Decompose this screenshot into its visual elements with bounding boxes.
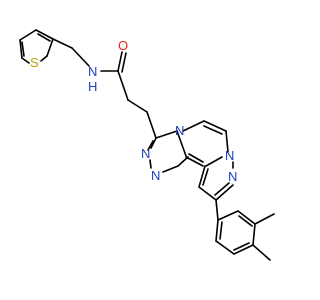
bond — [215, 184, 234, 201]
bond — [215, 219, 219, 242]
bond — [162, 165, 179, 173]
bond — [127, 99, 148, 113]
atom-labels: S N H O N N N N N — [30, 38, 237, 184]
bond — [146, 111, 157, 139]
bond — [214, 182, 230, 196]
sulfur-atom-label: S — [30, 55, 39, 70]
pyrazole-n1-label: N — [225, 148, 234, 163]
bond — [52, 38, 73, 49]
bond — [202, 168, 209, 186]
triazole-n2-label: N — [151, 168, 160, 183]
bond — [215, 199, 219, 221]
bond — [177, 156, 189, 167]
bond — [155, 130, 178, 139]
bond — [225, 130, 229, 153]
bond — [35, 29, 54, 40]
bond — [19, 29, 37, 41]
bond — [19, 39, 23, 59]
bond — [233, 242, 250, 251]
bond — [21, 57, 30, 64]
bond — [198, 165, 206, 188]
bond — [121, 52, 127, 73]
bond — [117, 70, 129, 101]
amide-hydrogen-label: H — [88, 79, 97, 94]
molecule-structure-diagram: S N H O N N N N N — [19, 29, 275, 261]
bond — [205, 156, 223, 167]
bond — [150, 137, 157, 149]
bond — [233, 244, 254, 255]
pyrazole-n2-label: N — [228, 169, 237, 184]
bond-lines — [19, 29, 275, 261]
bond — [219, 221, 223, 240]
bond — [238, 215, 253, 227]
bond — [252, 223, 256, 246]
bond — [254, 213, 275, 225]
bond — [198, 186, 217, 201]
bond — [217, 210, 239, 221]
bond — [188, 153, 204, 163]
bond — [215, 240, 235, 255]
carbonyl-oxygen-label: O — [118, 38, 128, 53]
bond — [117, 51, 123, 72]
bond — [176, 130, 187, 157]
bond — [182, 120, 205, 132]
bond — [37, 33, 51, 42]
bond — [147, 140, 154, 151]
bond — [237, 210, 256, 225]
bond — [185, 156, 204, 167]
bond — [46, 38, 54, 57]
bond — [149, 159, 152, 169]
triazole-n1-label: N — [141, 146, 150, 161]
bond — [252, 244, 271, 261]
bond — [21, 41, 25, 57]
bond — [203, 125, 223, 135]
bond — [71, 47, 90, 67]
triazole-n4-label: N — [175, 123, 184, 138]
amide-nitrogen-label: N — [88, 64, 97, 79]
bond — [40, 55, 48, 62]
bond — [203, 120, 227, 132]
